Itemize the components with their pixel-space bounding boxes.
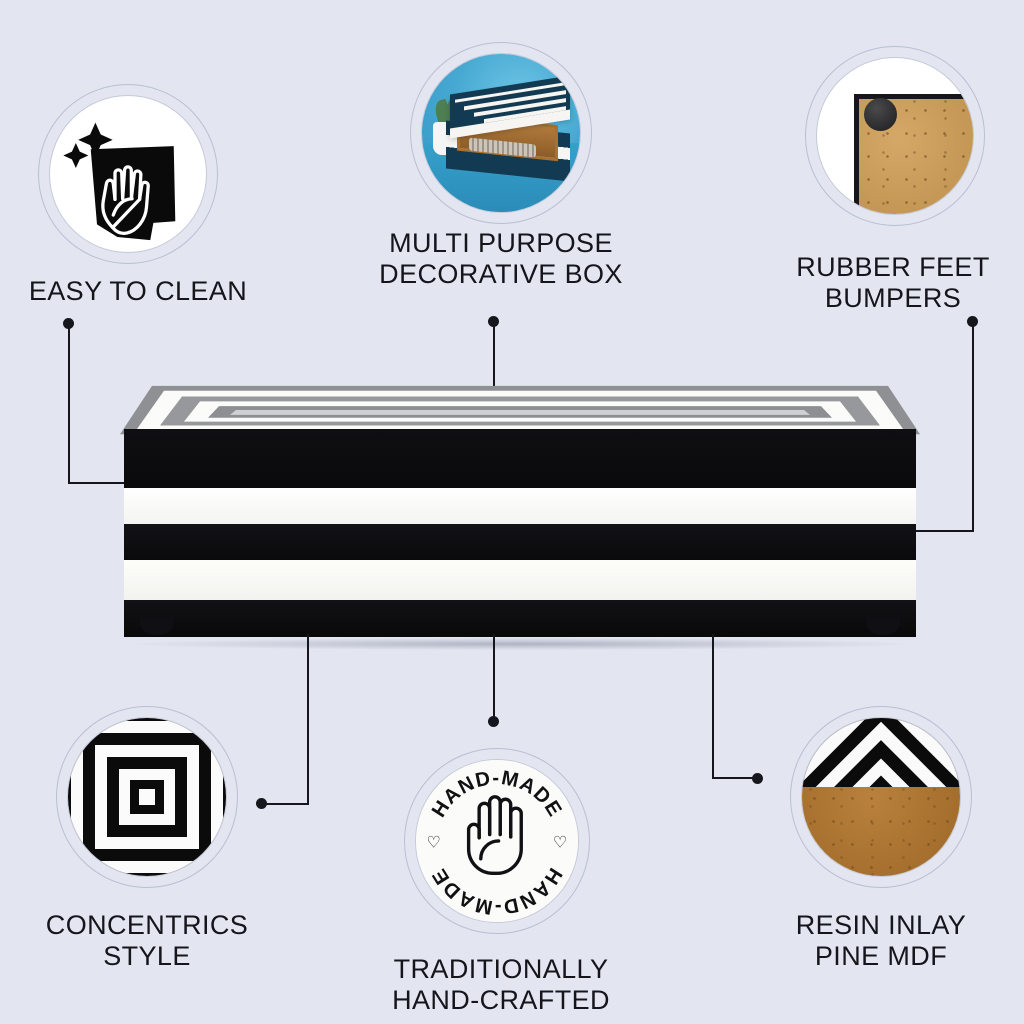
connector-line-vertical-easy-to-clean: [68, 324, 70, 483]
concentrics-icon-area: [67, 717, 227, 877]
mdf-texture: [801, 787, 961, 877]
feature-circle-concentrics: [56, 706, 238, 888]
product-rubber-foot-left: [140, 617, 174, 635]
feature-circle-hand-made: HAND-MADE HAND-MADE ♡ ♡: [404, 748, 590, 934]
resin-inlay-icon-area: [801, 717, 961, 877]
connector-line-horizontal-concentrics: [262, 803, 309, 805]
product-band-black-2: [124, 524, 916, 560]
connector-dot-resin-inlay: [752, 773, 763, 784]
feature-label-hand-made: TRADITIONALLY HAND-CRAFTED: [392, 954, 610, 1015]
rubber-feet-icon-area: [816, 57, 974, 215]
easy-to-clean-icon-area: [49, 95, 207, 253]
rubber-bumper-corner-photo-icon: [854, 93, 974, 215]
product-band-black-1: [124, 429, 916, 488]
product-box-front: [124, 429, 916, 637]
feature-label-resin-inlay: RESIN INLAY PINE MDF: [795, 910, 967, 971]
product-band-white-1: [124, 488, 916, 524]
product-band-black-3: [124, 600, 916, 637]
connector-line-vertical-concentrics: [307, 634, 309, 805]
hand-made-icon-area: HAND-MADE HAND-MADE ♡ ♡: [416, 760, 578, 922]
product-band-white-2: [124, 560, 916, 600]
multi-purpose-icon-area: [421, 53, 581, 213]
connector-dot-hand-made: [488, 716, 499, 727]
feature-circle-rubber-feet: [805, 46, 985, 226]
feature-label-concentrics: CONCENTRICS STYLE: [45, 910, 249, 971]
connector-line-vertical-resin-inlay: [712, 634, 714, 779]
connector-dot-concentrics: [256, 798, 267, 809]
feature-circle-multi-purpose: [410, 42, 592, 224]
product-box-shadow: [130, 638, 910, 650]
concentric-squares-pattern-icon: [67, 717, 227, 877]
connector-line-horizontal-resin-inlay: [712, 777, 758, 779]
feature-circle-resin-inlay: [790, 706, 972, 888]
product-rubber-foot-right: [866, 617, 900, 635]
connector-line-vertical-hand-made: [493, 634, 495, 720]
connector-line-vertical-multi-purpose: [493, 322, 495, 390]
feature-label-rubber-feet: RUBBER FEET BUMPERS: [796, 252, 990, 313]
badge-heart-right-icon: ♡: [553, 833, 568, 851]
resin-inlay-chevron-pattern: [801, 717, 961, 788]
feature-label-easy-to-clean: EASY TO CLEAN: [28, 276, 248, 306]
feature-circle-easy-to-clean: [38, 84, 218, 264]
rubber-bumper-icon: [863, 98, 897, 132]
product-box-lid: [120, 382, 920, 440]
connector-line-vertical-rubber-feet: [972, 322, 974, 531]
connector-line-horizontal-rubber-feet: [898, 530, 974, 532]
resin-inlay-mdf-edge-photo-icon: [801, 787, 961, 877]
product-box-photo: [120, 382, 920, 650]
svg-text:HAND-MADE: HAND-MADE: [428, 767, 566, 821]
feature-label-multi-purpose: MULTI PURPOSE DECORATIVE BOX: [379, 228, 623, 289]
hand-made-stamp-badge-icon: HAND-MADE HAND-MADE ♡ ♡: [416, 760, 578, 922]
connector-dot-rubber-feet: [967, 316, 978, 327]
connector-dot-easy-to-clean: [63, 318, 74, 329]
cleaning-cloth-hand-sparkle-icon: [50, 96, 207, 253]
connector-dot-multi-purpose: [488, 316, 499, 327]
connector-line-horizontal-easy-to-clean: [68, 482, 144, 484]
badge-heart-left-icon: ♡: [427, 833, 442, 851]
product-photo-open-box-icon: [421, 53, 581, 213]
badge-text-top: HAND-MADE: [428, 767, 565, 821]
